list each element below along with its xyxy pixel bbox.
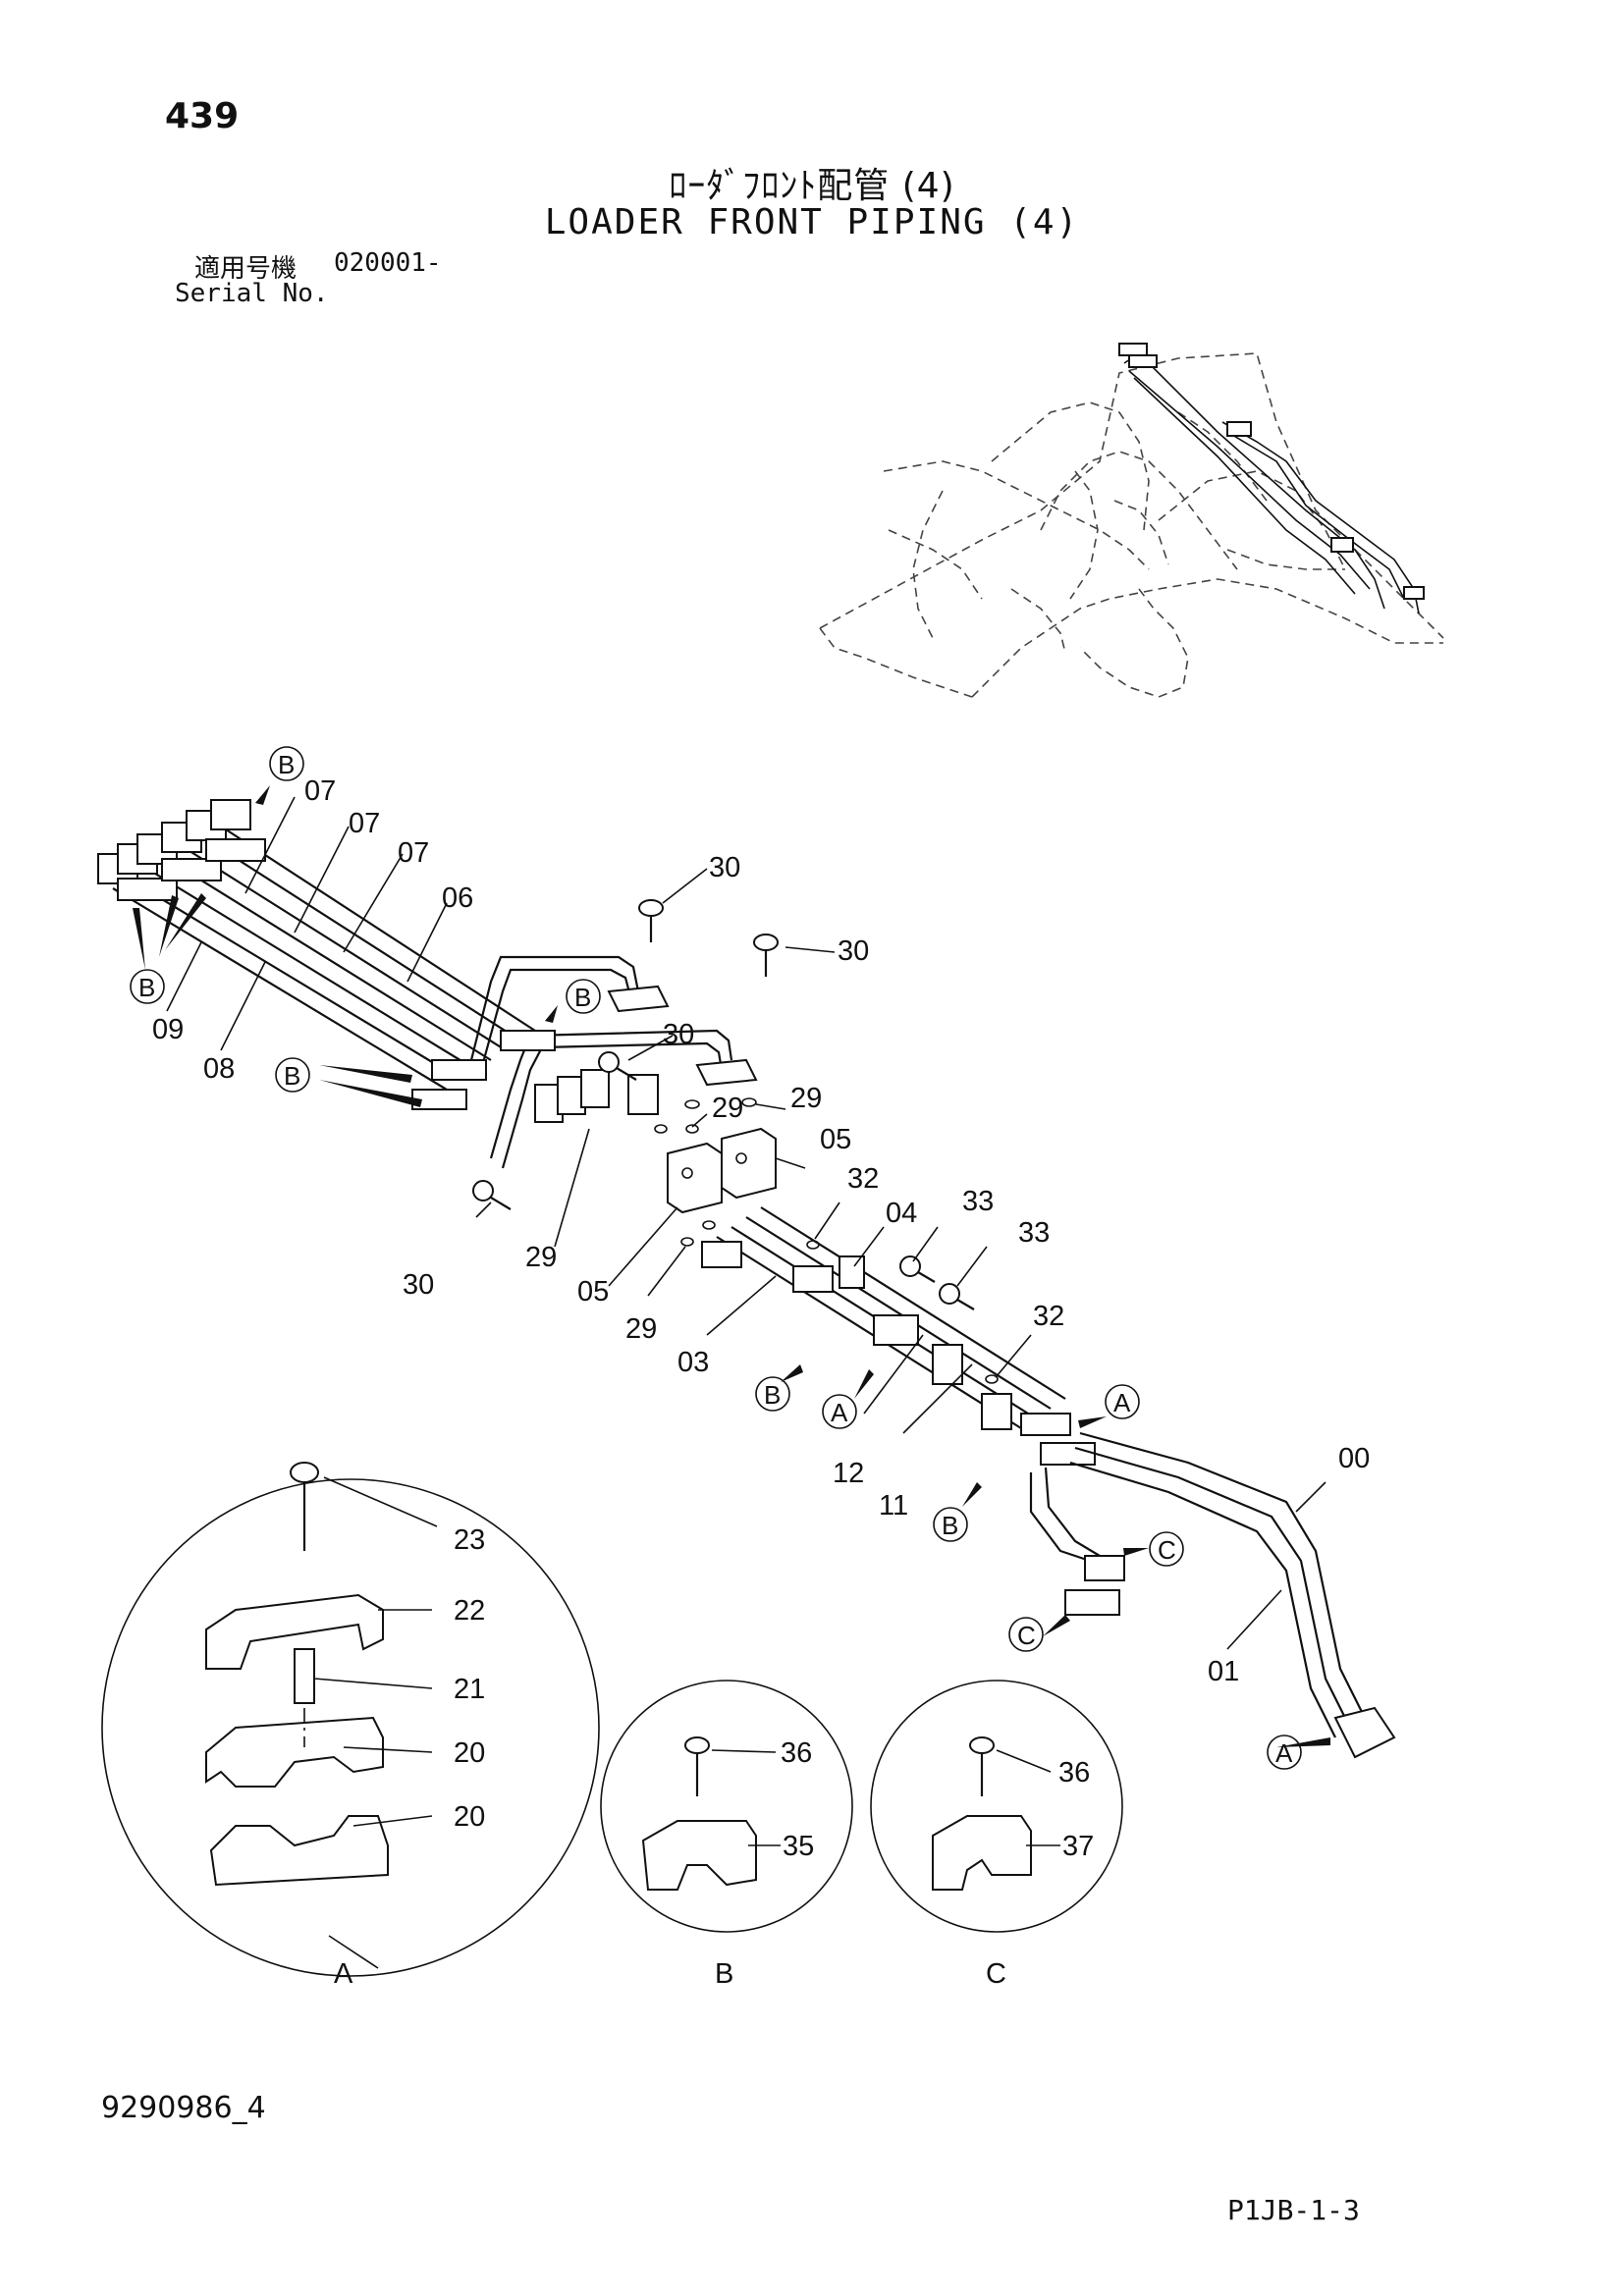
bent-tubes [411, 955, 758, 1169]
marker-c: C [1008, 1617, 1044, 1652]
detail-leader-lines [313, 1476, 1060, 1846]
callout-33: 33 [962, 1186, 994, 1217]
hose-bundle-lower [701, 1206, 1096, 1466]
detail-view-c [870, 1680, 1123, 1933]
leader-lines [166, 796, 1326, 1650]
svg-text:C: C [1158, 1535, 1176, 1565]
callout-20: 20 [454, 1737, 485, 1769]
serial-label-japanese: 適用号機 [194, 254, 298, 284]
marker-c: C [1149, 1531, 1184, 1567]
marker-arrows [133, 785, 1330, 1747]
callout-00: 00 [1338, 1443, 1370, 1474]
svg-text:B: B [942, 1511, 958, 1540]
serial-label-english: Serial No. [175, 279, 329, 308]
marker-b: B [275, 1057, 310, 1093]
detail-labels: A B C [328, 1935, 1006, 1990]
callout-36: 36 [781, 1737, 812, 1769]
marker-b: B [269, 746, 304, 781]
svg-text:A: A [831, 1398, 848, 1427]
title-english: LOADER FRONT PIPING (4) [544, 202, 1080, 242]
callout-12: 12 [833, 1458, 864, 1489]
marker-b: B [130, 969, 165, 1004]
callout-07: 07 [349, 808, 380, 839]
callout-30: 30 [663, 1019, 694, 1050]
callout-22: 22 [454, 1595, 485, 1627]
callout-03: 03 [677, 1347, 709, 1378]
callout-21: 21 [454, 1674, 485, 1705]
detail-label-a: A [334, 1958, 353, 1990]
svg-text:B: B [284, 1061, 300, 1091]
marker-a: A [1267, 1735, 1302, 1770]
detail-view-b [600, 1680, 853, 1933]
detail-view-a [101, 1462, 600, 1977]
callout-33: 33 [1018, 1217, 1050, 1249]
callout-29: 29 [790, 1083, 822, 1114]
hose-bundle-upper [97, 799, 536, 1091]
callout-37: 37 [1062, 1831, 1094, 1862]
detail-label-b: B [715, 1958, 733, 1990]
detail-label-c: C [986, 1958, 1006, 1990]
svg-text:B: B [574, 983, 591, 1012]
circled-markers: B B B B B A A B [130, 746, 1302, 1770]
callout-30: 30 [403, 1269, 434, 1301]
marker-b: B [933, 1507, 968, 1542]
page-number: 439 [165, 96, 240, 136]
sheet-code: P1JB-1-3 [1227, 2194, 1360, 2226]
marker-b: B [566, 979, 601, 1014]
callout-05: 05 [577, 1276, 609, 1308]
callout-32: 32 [847, 1163, 879, 1195]
callout-07: 07 [304, 775, 336, 807]
callout-labels: 07 07 07 06 09 08 30 30 30 30 29 29 29 2… [152, 775, 1370, 1862]
svg-text:B: B [278, 750, 295, 779]
drawing-number: 9290986_4 [101, 2091, 266, 2125]
loader-overview-drawing [819, 343, 1444, 698]
outlet-tubes [1029, 1431, 1396, 1759]
callout-11: 11 [879, 1490, 908, 1522]
callout-23: 23 [454, 1524, 485, 1556]
svg-text:A: A [1113, 1388, 1131, 1417]
title-japanese: ﾛｰﾀﾞﾌﾛﾝﾄ配管 (4) [669, 166, 955, 206]
marker-a: A [822, 1394, 857, 1429]
callout-29: 29 [625, 1313, 657, 1345]
valve-blocks [534, 1069, 777, 1214]
svg-text:B: B [138, 973, 155, 1002]
svg-text:A: A [1275, 1738, 1293, 1768]
callout-29: 29 [712, 1093, 743, 1124]
svg-text:B: B [764, 1380, 781, 1410]
callout-07: 07 [398, 837, 429, 869]
callout-30: 30 [838, 935, 869, 967]
callout-01: 01 [1208, 1656, 1239, 1687]
callout-06: 06 [442, 882, 473, 914]
callout-08: 08 [203, 1053, 235, 1085]
callout-35: 35 [783, 1831, 814, 1862]
callout-09: 09 [152, 1014, 184, 1045]
callout-30: 30 [709, 852, 740, 883]
serial-value: 020001- [334, 248, 442, 278]
marker-a: A [1105, 1384, 1140, 1419]
callout-05: 05 [820, 1124, 851, 1155]
bolts [472, 899, 975, 1310]
callout-20: 20 [454, 1801, 485, 1833]
marker-b: B [755, 1376, 790, 1412]
callout-36: 36 [1058, 1757, 1090, 1789]
callout-32: 32 [1033, 1301, 1064, 1332]
svg-text:C: C [1017, 1621, 1036, 1650]
callout-04: 04 [886, 1198, 917, 1229]
callout-29: 29 [525, 1242, 557, 1273]
